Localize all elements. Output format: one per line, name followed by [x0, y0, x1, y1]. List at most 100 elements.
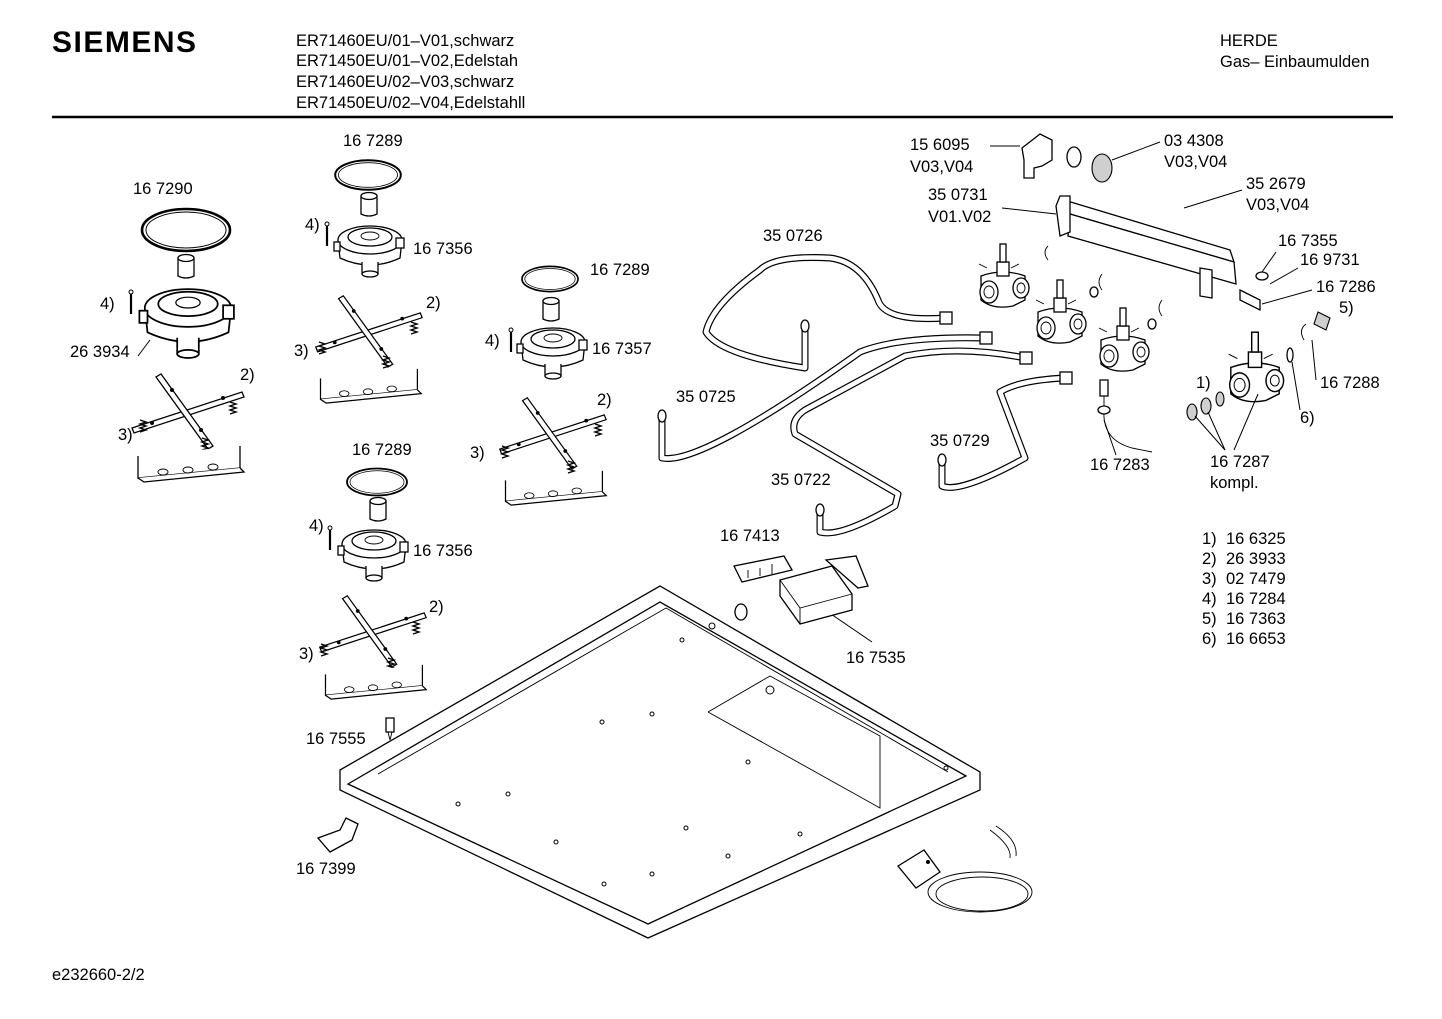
- ignition-pin-large: [127, 288, 135, 316]
- burner-ring-medium-bottom: [346, 467, 408, 497]
- part-label-167356-a: 16 7356: [413, 240, 473, 258]
- nozzle-167555: [385, 717, 395, 733]
- marker-3-d: 3): [299, 645, 314, 663]
- variant-v03-v04-c: V03,V04: [1246, 196, 1309, 214]
- model-line-1: ER71460EU/01–V01,schwarz: [296, 32, 514, 50]
- part-label-167289-c: 16 7289: [352, 441, 412, 459]
- legend-key-6: 6): [1202, 630, 1217, 648]
- burner-cap-medium-bottom: [369, 496, 387, 522]
- pan-support-cross-large: [131, 373, 245, 450]
- legend-part-1: 16 6325: [1226, 530, 1286, 548]
- marker-4-d: 4): [309, 517, 324, 535]
- part-label-167289-a: 16 7289: [343, 132, 403, 150]
- plug-167363: [1313, 311, 1331, 331]
- spring-medium-bottom-b: [412, 621, 420, 635]
- marker-2-a: 2): [240, 366, 255, 384]
- part-label-167289-b: 16 7289: [590, 261, 650, 279]
- document-id: e232660-2/2: [52, 966, 145, 984]
- legend-key-4: 4): [1202, 590, 1217, 608]
- burner-ring-large: [140, 207, 232, 253]
- legend-part-4: 16 7284: [1226, 590, 1286, 608]
- burner-head-medium-top: [333, 225, 405, 278]
- gas-manifold-assembly: [978, 133, 1331, 453]
- burner-assembly-small: [499, 265, 607, 506]
- spring-small-b: [594, 423, 602, 437]
- mounting-bracket-medium-top: [319, 368, 422, 404]
- thermocouple-connector: [1099, 379, 1109, 397]
- marker-3-c: 3): [470, 444, 485, 462]
- legend-key-5: 5): [1202, 610, 1217, 628]
- mounting-bracket-small: [504, 470, 607, 506]
- part-label-167288: 16 7288: [1320, 374, 1380, 392]
- bracket-167286: [1239, 288, 1261, 312]
- part-label-156095: 15 6095: [910, 136, 970, 154]
- washer-167355: [1255, 271, 1269, 281]
- gas-valve-2: [1035, 279, 1087, 344]
- mounting-bracket-large: [137, 445, 245, 483]
- power-plug: [897, 849, 941, 889]
- pan-support-cross-medium-bottom: [319, 595, 427, 668]
- mounting-bracket-medium-bottom: [324, 664, 427, 700]
- marker-5: 5): [1339, 299, 1354, 317]
- part-label-167355: 16 7355: [1278, 232, 1338, 250]
- ignition-pin-medium-top: [323, 220, 331, 248]
- marker-4-b: 4): [305, 216, 320, 234]
- burner-cap-small: [542, 296, 560, 322]
- legend-part-2: 26 3933: [1226, 550, 1286, 568]
- burner-assembly-medium-top: [315, 159, 423, 404]
- model-line-2: ER71450EU/01–V02,Edelstah: [296, 52, 518, 70]
- category-label: HERDE: [1220, 32, 1278, 50]
- part-label-350725: 35 0725: [676, 388, 736, 406]
- legend-key-3: 3): [1202, 570, 1217, 588]
- spring-medium-top-b: [410, 321, 418, 335]
- part-label-034308: 03 4308: [1164, 132, 1224, 150]
- part-label-167555: 16 7555: [306, 730, 366, 748]
- legend-key-1: 1): [1202, 530, 1217, 548]
- ignition-parts: [733, 555, 869, 625]
- legend-part-6: 16 6653: [1226, 630, 1286, 648]
- variant-v03-v04-a: V03,V04: [910, 158, 973, 176]
- variant-v01-v02: V01.V02: [928, 208, 991, 226]
- model-line-4: ER71450EU/02–V04,Edelstahll: [296, 94, 525, 112]
- ignition-pin-medium-bottom: [326, 524, 334, 552]
- manifold-support-leg: [1199, 267, 1213, 299]
- hob-base-tray: [339, 585, 981, 939]
- marker-1: 1): [1196, 374, 1211, 392]
- legend-key-2: 2): [1202, 550, 1217, 568]
- part-label-167413: 16 7413: [720, 527, 780, 545]
- gas-valve-4: [1227, 331, 1285, 403]
- burner-head-small: [516, 327, 588, 380]
- inlet-nut: [1091, 153, 1113, 183]
- part-label-350726: 35 0726: [763, 227, 823, 245]
- part-label-350722: 35 0722: [771, 471, 831, 489]
- part-label-167286: 16 7286: [1316, 278, 1376, 296]
- marker-4-c: 4): [485, 332, 500, 350]
- power-cable: [897, 825, 1033, 913]
- burner-ring-small: [521, 265, 579, 293]
- module-bracket: [824, 555, 869, 589]
- part-label-167399: 16 7399: [296, 860, 356, 878]
- part-label-263934: 26 3934: [70, 343, 130, 361]
- burner-assembly-medium-bottom: [319, 467, 427, 741]
- burner-cap-large: [177, 253, 195, 279]
- marker-2-d: 2): [429, 598, 444, 616]
- part-label-350729: 35 0729: [930, 432, 990, 450]
- marker-2-c: 2): [597, 391, 612, 409]
- pan-support-cross-small: [499, 397, 607, 470]
- marker-2-b: 2): [426, 294, 441, 312]
- seal-166653: [1286, 347, 1294, 363]
- model-line-3: ER71460EU/02–V03,schwarz: [296, 73, 514, 91]
- marker-3-b: 3): [294, 342, 309, 360]
- part-label-167283: 16 7283: [1090, 456, 1150, 474]
- legend-part-3: 02 7479: [1226, 570, 1286, 588]
- variant-v03-v04-b: V03,V04: [1164, 153, 1227, 171]
- part-label-350731: 35 0731: [928, 186, 988, 204]
- gas-pipes: [657, 254, 1073, 537]
- burner-cap-medium-top: [360, 191, 378, 217]
- marker-3-a: 3): [118, 426, 133, 444]
- spring-large-b: [229, 401, 237, 415]
- part-label-167535: 16 7535: [846, 649, 906, 667]
- burner-ring-medium-top: [334, 159, 402, 191]
- part-label-167287: 16 7287: [1210, 453, 1270, 471]
